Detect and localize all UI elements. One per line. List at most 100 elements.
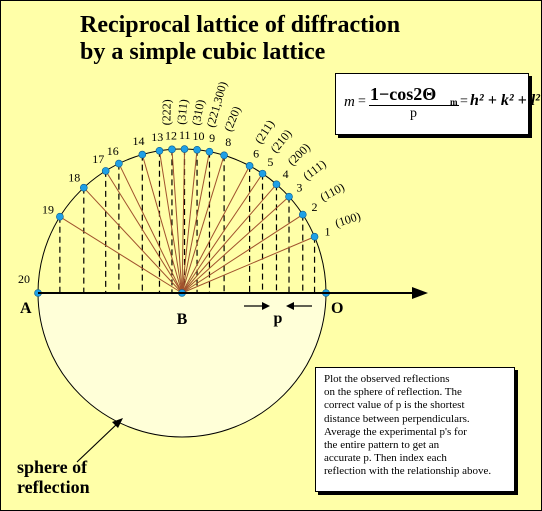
radial-line bbox=[181, 173, 263, 294]
reflection-point bbox=[56, 212, 64, 221]
radial-line bbox=[105, 170, 183, 294]
instruction-line: on the sphere of reflection. The bbox=[324, 386, 462, 399]
instruction-line: reflection with the relationship above. bbox=[324, 465, 492, 478]
reflection-number: 16 bbox=[107, 144, 119, 158]
reflection-number: 6 bbox=[253, 146, 259, 160]
title-line-2: by a simple cubic lattice bbox=[80, 39, 326, 65]
reflection-point bbox=[138, 150, 147, 159]
radial-line bbox=[181, 155, 225, 294]
radial-line bbox=[181, 149, 186, 294]
formula-denominator: p bbox=[410, 106, 417, 121]
sphere-label-line-1: sphere of bbox=[17, 457, 88, 477]
sphere-label-arrow bbox=[76, 422, 119, 463]
radial-line bbox=[181, 149, 198, 294]
label-O: O bbox=[331, 300, 343, 317]
reflection-number: 20 bbox=[18, 272, 30, 286]
radial-line bbox=[181, 196, 290, 294]
radial-line bbox=[181, 214, 304, 294]
reflection-point bbox=[180, 145, 189, 153]
reflection-number: 11 bbox=[179, 128, 191, 142]
p-arrowhead-left bbox=[262, 302, 270, 310]
reflection-point bbox=[168, 145, 176, 154]
reflection-number: 2 bbox=[312, 200, 318, 214]
reflection-point bbox=[272, 180, 281, 189]
radial-line bbox=[118, 163, 183, 294]
reflection-labels: 1(100)2(110)3(111)4(200)5(210)6(211)8(22… bbox=[42, 80, 362, 238]
instructions-box: Plot the observed reflections on the sph… bbox=[315, 367, 515, 492]
instruction-line: correct value of p is the shortest bbox=[324, 399, 465, 412]
instruction-line: the entire pattern to get an bbox=[324, 439, 440, 452]
formula-numerator-subscript: m bbox=[450, 97, 458, 107]
instruction-line: Average the experimental p's for bbox=[324, 425, 467, 438]
reflection-number: 9 bbox=[209, 131, 215, 145]
p-arrowhead-right bbox=[286, 302, 294, 310]
reflection-number: 8 bbox=[225, 135, 231, 149]
miller-index: (111) bbox=[300, 157, 328, 183]
radial-line bbox=[59, 216, 183, 294]
instruction-line: Plot the observed reflections bbox=[324, 373, 450, 385]
sphere-label: sphere of reflection bbox=[17, 457, 90, 497]
sphere-label-arrowhead bbox=[112, 418, 123, 428]
reflection-point bbox=[155, 146, 164, 155]
reflection-point bbox=[115, 159, 123, 168]
formula-box: m = 1−cos2Θ m p = h² + k² + l² bbox=[335, 73, 540, 135]
miller-index: (100) bbox=[333, 209, 362, 230]
reflection-point bbox=[205, 147, 214, 156]
radial-line bbox=[171, 149, 183, 294]
radial-line bbox=[158, 150, 183, 294]
formula-numerator: 1−cos2Θ bbox=[370, 84, 437, 104]
reflection-point bbox=[310, 232, 319, 241]
reflection-point bbox=[220, 151, 228, 160]
reflection-point bbox=[79, 183, 88, 192]
instruction-line: accurate p. Then index each bbox=[324, 452, 447, 465]
radial-line bbox=[181, 236, 315, 294]
axis-arrowhead bbox=[412, 287, 428, 299]
formula-fraction-bar bbox=[369, 105, 459, 106]
reflection-number: 4 bbox=[283, 167, 289, 181]
radial-line bbox=[181, 183, 277, 294]
diagram-title: Reciprocal lattice of diffraction by a s… bbox=[80, 12, 440, 66]
miller-index: (311) bbox=[174, 98, 191, 125]
reflection-number: 12 bbox=[165, 128, 177, 142]
reflection-number: 5 bbox=[267, 155, 273, 169]
label-A: A bbox=[20, 300, 32, 317]
lower-hemisphere bbox=[38, 293, 326, 437]
miller-index: (310) bbox=[189, 98, 208, 126]
reflection-number: 1 bbox=[324, 224, 330, 238]
reflection-point bbox=[245, 162, 254, 170]
formula-lhs: m bbox=[344, 94, 355, 110]
reflection-point bbox=[101, 167, 110, 175]
perpendicular-lines bbox=[59, 149, 316, 293]
miller-index: (220) bbox=[221, 104, 244, 133]
reflection-point bbox=[258, 169, 267, 178]
reflection-number: 17 bbox=[92, 152, 104, 166]
sphere-label-line-2: reflection bbox=[17, 477, 90, 497]
radial-line bbox=[141, 154, 183, 294]
miller-index: (110) bbox=[318, 180, 347, 204]
title-line-1: Reciprocal lattice of diffraction bbox=[80, 12, 401, 38]
reflection-number: 13 bbox=[151, 130, 163, 144]
reflection-number: 18 bbox=[68, 170, 80, 184]
formula-rhs: h² + k² + l² bbox=[470, 92, 540, 109]
radial-line bbox=[83, 187, 183, 294]
reflection-number: 19 bbox=[42, 202, 54, 216]
reflection-number: 10 bbox=[193, 129, 205, 143]
radial-lines bbox=[59, 149, 315, 294]
instruction-line: distance between perpendiculars. bbox=[324, 412, 470, 425]
radial-line bbox=[181, 151, 210, 294]
radial-line bbox=[181, 165, 251, 294]
formula-equals-2: = bbox=[460, 94, 468, 109]
reflection-point bbox=[193, 145, 201, 154]
reflection-point bbox=[285, 192, 293, 201]
p-label: p bbox=[274, 310, 283, 327]
miller-index: (200) bbox=[285, 140, 313, 168]
annotations: A B O 20 p bbox=[18, 272, 428, 463]
reflection-number: 14 bbox=[132, 134, 144, 148]
formula-equals-1: = bbox=[358, 94, 366, 109]
reflection-number: 3 bbox=[296, 180, 302, 194]
reflection-point bbox=[298, 210, 307, 219]
label-B: B bbox=[177, 311, 188, 328]
miller-index: (222) bbox=[159, 99, 173, 125]
